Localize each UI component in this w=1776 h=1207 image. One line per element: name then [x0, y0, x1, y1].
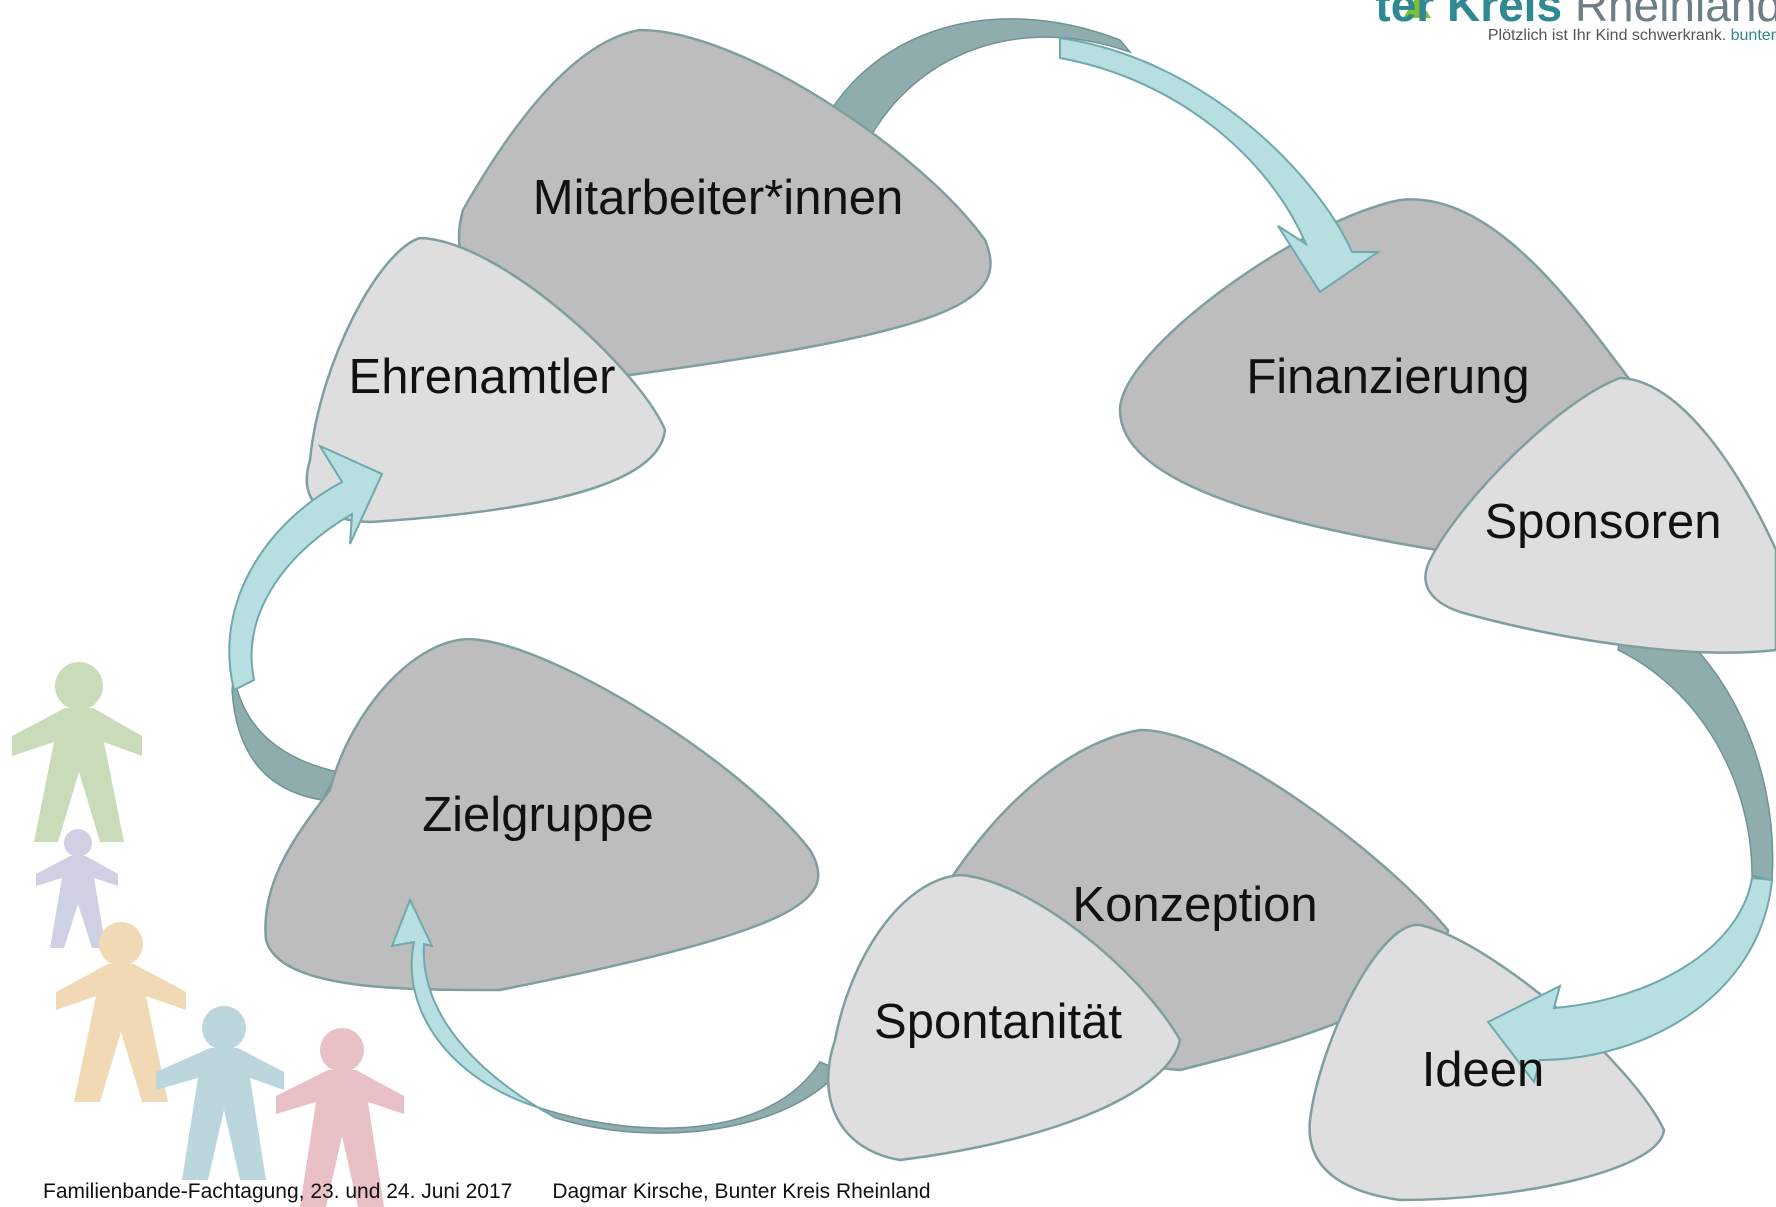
node-sponsoren-shape [1424, 376, 1776, 654]
figure-icon [12, 662, 142, 842]
arrow-mitarbeiter-to-finanzierung [1059, 36, 1382, 294]
arrow-shadow-left [231, 675, 340, 801]
logo-brand-light: Rheinland [1574, 0, 1776, 31]
logo-mark-icon [1403, 0, 1431, 18]
arrow-zielgruppe-to-ehrenamtler [228, 443, 384, 692]
node-label-spontanitaet: Spontanität [874, 995, 1122, 1049]
figure-body [156, 1048, 284, 1180]
node-spontanitaet-shape [826, 873, 1182, 1162]
node-labels: Mitarbeiter*innen Ehrenamtler Finanzieru… [349, 171, 1722, 1097]
logo: Bunter Kreis Rheinland Plötzlich ist Ihr… [1376, 0, 1776, 60]
figure-icon [56, 922, 186, 1102]
node-zielgruppe-shape [264, 637, 820, 992]
figure-head [55, 662, 103, 710]
footer: Familienbande-Fachtagung, 23. und 24. Ju… [43, 1180, 931, 1204]
node-label-mitarbeiter: Mitarbeiter*innen [533, 171, 903, 225]
figure-body [12, 708, 142, 842]
logo-slogan: Plötzlich ist Ihr Kind schwerkrank. bunt… [1488, 27, 1776, 45]
figure-icon [156, 1006, 284, 1180]
node-ideen-shape [1308, 923, 1666, 1202]
footer-author: Dagmar Kirsche, Bunter Kreis Rheinland [552, 1180, 931, 1203]
arrow-shadows [231, 18, 1774, 1134]
node-label-sponsoren: Sponsoren [1484, 495, 1721, 549]
figure-body [36, 856, 118, 948]
arrow-shadow-top [811, 18, 1133, 163]
footer-event: Familienbande-Fachtagung, 23. und 24. Ju… [43, 1180, 513, 1203]
figure-icon [36, 829, 118, 948]
arrow-spontanitaet-to-zielgruppe [390, 897, 557, 1119]
figure-body [56, 964, 186, 1102]
nodes-light [305, 236, 1776, 1202]
figure-head [99, 922, 143, 966]
node-label-zielgruppe: Zielgruppe [422, 788, 654, 842]
node-label-finanzierung: Finanzierung [1246, 350, 1529, 404]
figure-body [276, 1070, 404, 1207]
figures-decoration [12, 662, 404, 1207]
figure-head [202, 1006, 246, 1050]
logo-slogan-text: Plötzlich ist Ihr Kind schwerkrank. [1487, 27, 1727, 44]
arrow-shadow-bottom [539, 1061, 842, 1134]
logo-brand: Bunter Kreis Rheinland [1376, 0, 1776, 32]
nodes-dark [264, 28, 1633, 1072]
figure-head [320, 1028, 364, 1072]
arrows [228, 36, 1774, 1119]
node-label-ideen: Ideen [1422, 1043, 1545, 1097]
figure-head [64, 829, 92, 857]
logo-slogan-highlight: bunter [1730, 27, 1776, 44]
arrow-sponsoren-to-ideen [1486, 876, 1774, 1085]
logo-brand-bold: Bunter Kreis [1376, 0, 1563, 31]
node-label-ehrenamtler: Ehrenamtler [349, 350, 616, 404]
node-ehrenamtler-shape [305, 236, 667, 524]
figure-icon [276, 1028, 404, 1207]
node-label-konzeption: Konzeption [1072, 878, 1317, 932]
